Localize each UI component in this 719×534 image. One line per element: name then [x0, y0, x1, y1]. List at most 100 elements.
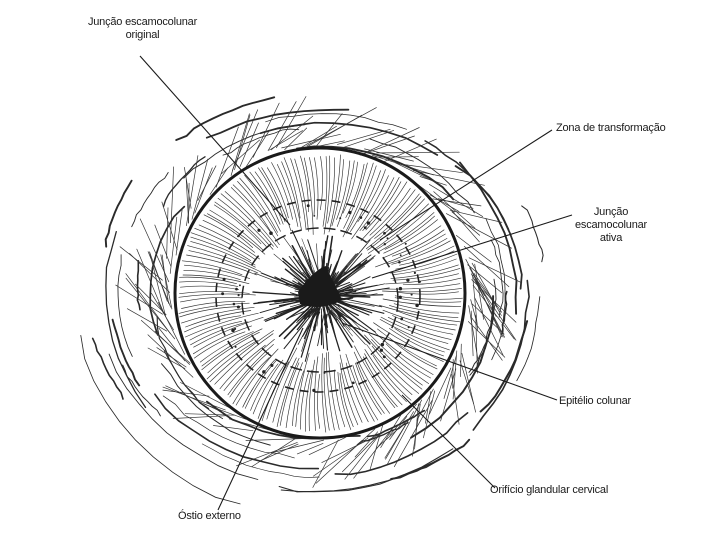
gland-dot [381, 343, 384, 346]
hatch-stroke [453, 351, 457, 399]
hatch-stroke [162, 202, 177, 250]
hatch-stroke [337, 129, 390, 144]
swirl-stroke [391, 440, 469, 479]
ray-stroke [393, 268, 460, 280]
gland-dot [360, 216, 363, 219]
swirl-stroke [93, 338, 123, 399]
label-juncao-escamocolunar-original: Junção escamocolunar original [50, 16, 235, 42]
gland-dot [237, 305, 240, 308]
gland-dot [235, 288, 238, 291]
gland-dot [415, 304, 419, 308]
hatch-stroke [377, 152, 460, 153]
ray-stroke [200, 332, 253, 363]
swirl-stroke [137, 261, 140, 310]
ray-stroke [395, 298, 461, 303]
swirl-stroke [517, 297, 540, 381]
ray-stroke [180, 307, 241, 317]
hatch-stroke [161, 255, 172, 309]
ray-stroke [204, 215, 253, 248]
swirl-stroke [81, 335, 240, 504]
ray-stroke [361, 182, 407, 241]
gland-dot [383, 355, 386, 358]
ray-stroke [221, 194, 273, 247]
hatch-stroke [452, 212, 480, 236]
ray-stroke [334, 370, 345, 427]
gland-dot [414, 272, 416, 274]
hatch-stroke [167, 208, 168, 259]
ray-stroke [179, 282, 238, 287]
ray-stroke [340, 355, 362, 423]
gland-dot [408, 326, 410, 328]
ray-stroke [383, 299, 461, 306]
ray-stroke [395, 296, 462, 300]
gland-dot [312, 389, 315, 392]
ray-stroke [389, 305, 458, 317]
gland-dot [238, 294, 240, 296]
hatch-stroke [246, 438, 309, 440]
gland-dot [406, 279, 409, 282]
label-line: Junção escamocolunar [50, 16, 235, 29]
hatch-stroke [309, 437, 345, 454]
gland-dot [367, 221, 370, 224]
ray-stroke [300, 372, 308, 429]
gland-dot [348, 211, 351, 214]
gland-dot [307, 204, 310, 207]
leader-epitelio-colunar [342, 323, 557, 400]
label-line: ativa [566, 232, 656, 245]
hatch-stroke [173, 416, 227, 419]
label-epitelio-colunar: Epitélio colunar [559, 395, 631, 408]
ray-stroke [380, 319, 449, 350]
swirl-stroke [118, 255, 132, 357]
hatch-stroke [399, 164, 463, 173]
gland-dot [221, 292, 224, 295]
columnar-stroke [284, 309, 316, 348]
ray-stroke [346, 363, 368, 422]
gland-dot [398, 261, 401, 264]
gland-dot [313, 215, 315, 217]
swirl-stroke [106, 181, 132, 247]
ray-stroke [387, 238, 447, 264]
gland-dot [231, 329, 235, 333]
label-zona-de-transformacao: Zona de transformação [556, 122, 666, 135]
ray-stroke [286, 363, 302, 428]
hatch-stroke [300, 126, 336, 148]
gland-dot [352, 381, 355, 384]
ray-stroke [179, 277, 236, 284]
hatch-stroke [302, 115, 362, 150]
gland-dot [400, 317, 403, 320]
gland-dot [235, 346, 237, 348]
hatch-stroke [453, 359, 454, 388]
ray-stroke [202, 332, 260, 370]
hatch-stroke [469, 306, 479, 364]
ray-stroke [388, 317, 451, 339]
hatch-stroke [120, 247, 162, 281]
label-line: Junção [566, 206, 656, 219]
swirl-stroke [132, 173, 169, 227]
gland-dot [400, 254, 402, 256]
swirl-stroke [297, 146, 453, 199]
columnar-stroke [324, 301, 352, 348]
gland-dot [269, 231, 273, 235]
ray-stroke [353, 365, 378, 420]
ray-stroke [245, 175, 281, 231]
hatch-stroke [276, 97, 306, 148]
ray-stroke [314, 158, 318, 220]
gland-dot [384, 243, 386, 245]
gland-dot [239, 284, 241, 286]
ray-stroke [179, 294, 256, 297]
gland-dot [380, 349, 383, 352]
ray-stroke [220, 345, 266, 389]
label-ostio-externo: Óstio externo [178, 510, 241, 523]
ray-stroke [180, 291, 250, 293]
gland-dot [233, 303, 236, 306]
ray-stroke [184, 265, 249, 278]
ray-stroke [255, 172, 283, 224]
leader-juncao-original [140, 56, 290, 225]
ray-stroke [343, 163, 373, 237]
ray-stroke [323, 157, 327, 227]
ray-stroke [318, 374, 320, 428]
gland-dot [323, 372, 325, 374]
swirl-stroke [481, 321, 527, 411]
gland-dot [383, 232, 386, 235]
